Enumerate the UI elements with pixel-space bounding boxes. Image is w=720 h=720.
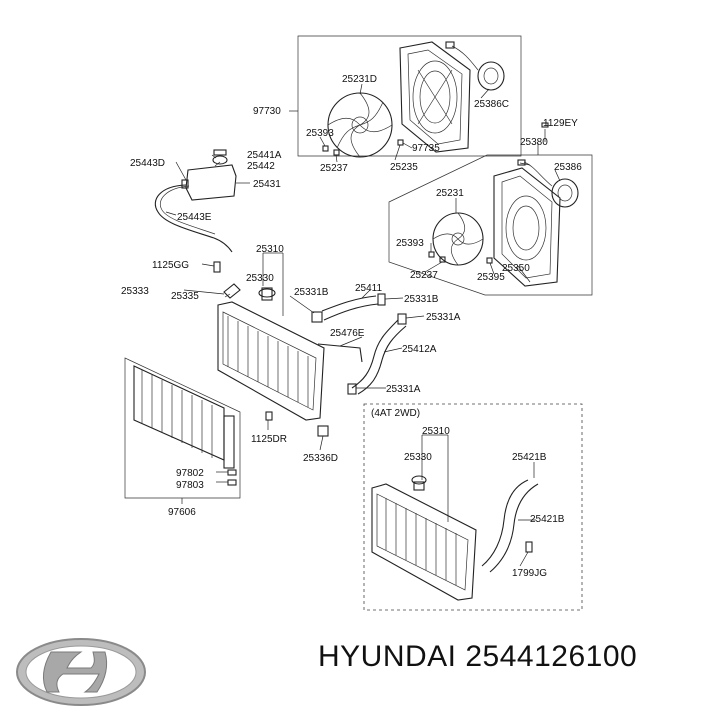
screw-97735	[397, 139, 404, 146]
callout-25476E: 25476E	[330, 328, 365, 339]
callout-25330-inset: 25330	[404, 452, 432, 463]
callout-25393-lower: 25393	[396, 238, 424, 249]
fan-blade-upper	[327, 92, 393, 158]
callout-25412A: 25412A	[402, 344, 437, 355]
callout-25421B-top: 25421B	[512, 452, 547, 463]
callout-97735: 97735	[412, 143, 440, 154]
callout-25395: 25395	[477, 272, 505, 283]
bolt-1125DR	[265, 411, 273, 421]
lower-hose-25412A	[347, 313, 425, 395]
condenser-fins	[141, 370, 213, 458]
screw-25395	[486, 257, 493, 264]
part-number: 2544126100	[465, 640, 638, 673]
callout-25310-inset: 25310	[422, 426, 450, 437]
callout-25350: 25350	[502, 263, 530, 274]
inset-4at-2wd	[363, 403, 583, 611]
callout-1799JG: 1799JG	[512, 568, 547, 579]
callout-25386C: 25386C	[474, 99, 509, 110]
callout-25386: 25386	[554, 162, 582, 173]
receiver-drier	[223, 415, 235, 469]
bolt-25393-lower	[428, 251, 435, 258]
fan-blade-lower	[432, 212, 484, 266]
drain-plug-25336D	[317, 425, 329, 437]
bolt-1125GG	[213, 261, 221, 273]
brand-part-caption: HYUNDAI 2544126100	[318, 640, 637, 674]
callout-25237-lower: 25237	[410, 270, 438, 281]
cap-25441A	[213, 149, 227, 156]
callout-25431: 25431	[253, 179, 281, 190]
callout-25331A-upper: 25331A	[426, 312, 461, 323]
callout-25441A: 25441A	[247, 150, 282, 161]
callout-25333: 25333	[121, 286, 149, 297]
callout-25331B-left: 25331B	[294, 287, 329, 298]
fan-assembly-lower	[388, 122, 593, 296]
callout-25335: 25335	[171, 291, 199, 302]
callout-25443D: 25443D	[130, 158, 165, 169]
callout-1125DR: 1125DR	[251, 434, 287, 445]
screw-1129EY	[541, 122, 549, 128]
inset-title: (4AT 2WD)	[371, 408, 420, 419]
callout-25443E: 25443E	[177, 212, 212, 223]
hyundai-logo	[16, 638, 146, 706]
callout-25336D: 25336D	[303, 453, 338, 464]
callout-25442: 25442	[247, 161, 275, 172]
callout-1129EY: 1129EY	[543, 118, 578, 129]
callout-25237-upper: 25237	[320, 163, 348, 174]
fan-shroud-upper	[399, 41, 471, 153]
overflow-hose	[154, 184, 233, 253]
seal-97802	[227, 469, 237, 476]
callout-25380: 25380	[520, 137, 548, 148]
callout-25235: 25235	[390, 162, 418, 173]
hose-clamp-25331B	[311, 311, 323, 323]
callout-25411: 25411	[355, 283, 383, 294]
callout-1125GG: 1125GG	[152, 260, 189, 271]
callout-25330: 25330	[246, 273, 274, 284]
callout-25231D: 25231D	[342, 74, 377, 85]
clip-1799JG	[525, 541, 533, 553]
fan-shroud-lower	[493, 167, 561, 287]
callout-25331A-lower: 25331A	[386, 384, 421, 395]
bracket-25335	[223, 283, 241, 299]
reservoir-tank	[154, 149, 250, 253]
fan-motor-lower	[517, 159, 579, 208]
radiator-main	[183, 252, 329, 451]
condenser-97606	[124, 357, 273, 504]
brand-name: HYUNDAI	[318, 640, 457, 673]
filler-neck-25330	[261, 287, 273, 301]
seal-97803	[227, 479, 237, 486]
radiator-core-fins	[227, 316, 309, 407]
pipe-25476E	[317, 336, 363, 363]
callout-25393-upper: 25393	[306, 128, 334, 139]
bolt-25393-upper	[322, 145, 329, 152]
callout-25331B-right: 25331B	[404, 294, 439, 305]
callout-25231: 25231	[436, 188, 464, 199]
upper-hose-25411	[321, 289, 404, 321]
fan-assembly-upper	[289, 35, 522, 163]
callout-97803: 97803	[176, 480, 204, 491]
callout-25421B-mid: 25421B	[530, 514, 565, 525]
fan-motor-upper	[445, 41, 505, 91]
callout-97730: 97730	[253, 106, 281, 117]
callout-25310: 25310	[256, 244, 284, 255]
nut-25237-upper	[333, 149, 340, 156]
callout-97606: 97606	[168, 507, 196, 518]
callout-97802: 97802	[176, 468, 204, 479]
nut-25237-lower	[439, 256, 446, 263]
reservoir-cap	[212, 155, 228, 165]
